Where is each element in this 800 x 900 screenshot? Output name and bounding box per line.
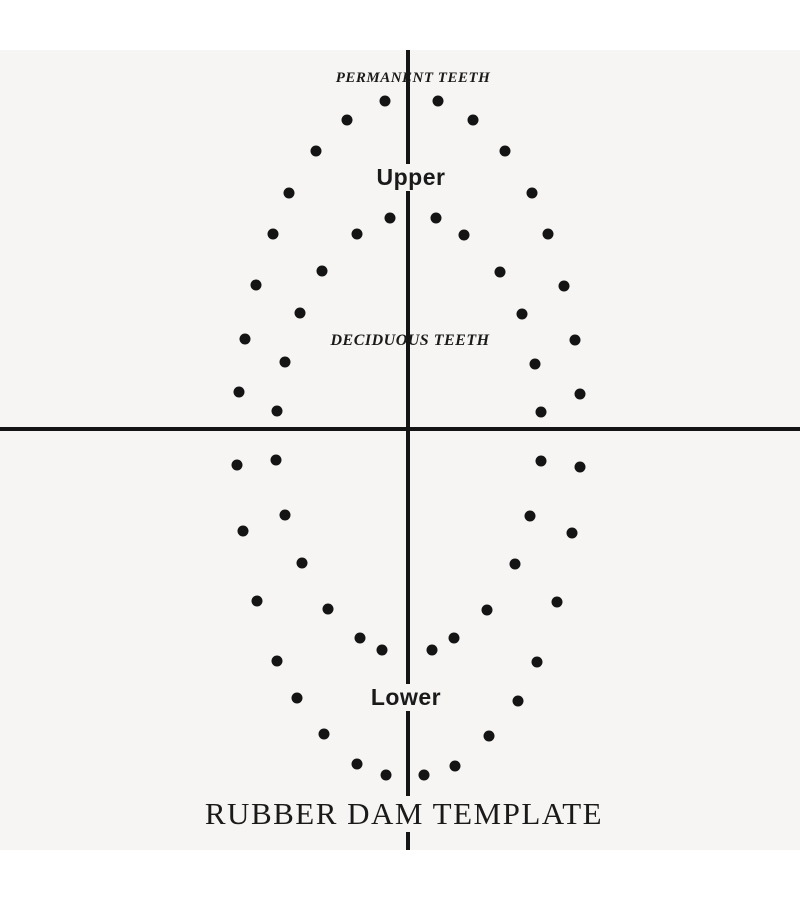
upper-arch-label: Upper: [372, 164, 450, 191]
tooth-hole-dot: [384, 212, 396, 224]
horizontal-occlusal-line: [0, 427, 800, 431]
tooth-hole-dot: [432, 95, 444, 107]
tooth-hole-dot: [458, 229, 470, 241]
tooth-hole-dot: [279, 509, 291, 521]
tooth-hole-dot: [535, 455, 547, 467]
tooth-hole-dot: [542, 228, 554, 240]
permanent-teeth-label: PERMANENT TEETH: [335, 70, 491, 86]
tooth-hole-dot: [512, 695, 524, 707]
tooth-hole-dot: [531, 656, 543, 668]
tooth-hole-dot: [574, 461, 586, 473]
tooth-hole-dot: [279, 356, 291, 368]
tooth-hole-dot: [551, 596, 563, 608]
tooth-hole-dot: [354, 632, 366, 644]
deciduous-teeth-label: DECIDUOUS TEETH: [330, 332, 490, 349]
tooth-hole-dot: [351, 228, 363, 240]
tooth-hole-dot: [310, 145, 322, 157]
tooth-hole-dot: [316, 265, 328, 277]
tooth-hole-dot: [376, 644, 388, 656]
tooth-hole-dot: [524, 510, 536, 522]
tooth-hole-dot: [566, 527, 578, 539]
tooth-hole-dot: [418, 769, 430, 781]
tooth-hole-dot: [341, 114, 353, 126]
tooth-hole-dot: [535, 406, 547, 418]
tooth-hole-dot: [426, 644, 438, 656]
tooth-hole-dot: [351, 758, 363, 770]
tooth-hole-dot: [526, 187, 538, 199]
tooth-hole-dot: [481, 604, 493, 616]
tooth-hole-dot: [322, 603, 334, 615]
template-sheet: PERMANENT TEETH Upper DECIDUOUS TEETH Lo…: [0, 50, 800, 850]
tooth-hole-dot: [267, 228, 279, 240]
tooth-hole-dot: [499, 145, 511, 157]
tooth-hole-dot: [250, 279, 262, 291]
tooth-hole-markers: [231, 95, 586, 781]
tooth-hole-dot: [233, 386, 245, 398]
tooth-hole-dot: [483, 730, 495, 742]
tooth-hole-dot: [237, 525, 249, 537]
tooth-hole-dot: [379, 95, 391, 107]
tooth-hole-dot: [569, 334, 581, 346]
tooth-hole-dot: [296, 557, 308, 569]
tooth-hole-dot: [271, 405, 283, 417]
tooth-hole-dot: [467, 114, 479, 126]
vertical-midline: [406, 50, 410, 850]
tooth-hole-dot: [558, 280, 570, 292]
tooth-hole-dot: [529, 358, 541, 370]
tooth-hole-dot: [294, 307, 306, 319]
template-title: RUBBER DAM TEMPLATE: [200, 796, 608, 832]
tooth-hole-dot: [231, 459, 243, 471]
lower-arch-label: Lower: [366, 684, 446, 711]
tooth-hole-dot: [239, 333, 251, 345]
tooth-hole-dot: [574, 388, 586, 400]
tooth-hole-dot: [318, 728, 330, 740]
tooth-hole-dot: [494, 266, 506, 278]
tooth-hole-dot: [448, 632, 460, 644]
tooth-hole-dot: [380, 769, 392, 781]
tooth-hole-dot: [291, 692, 303, 704]
tooth-hole-dot: [270, 454, 282, 466]
tooth-hole-dot: [516, 308, 528, 320]
tooth-hole-dot: [509, 558, 521, 570]
tooth-hole-dot: [271, 655, 283, 667]
tooth-hole-dot: [251, 595, 263, 607]
tooth-hole-dot: [283, 187, 295, 199]
tooth-hole-dot: [430, 212, 442, 224]
tooth-hole-dot: [449, 760, 461, 772]
